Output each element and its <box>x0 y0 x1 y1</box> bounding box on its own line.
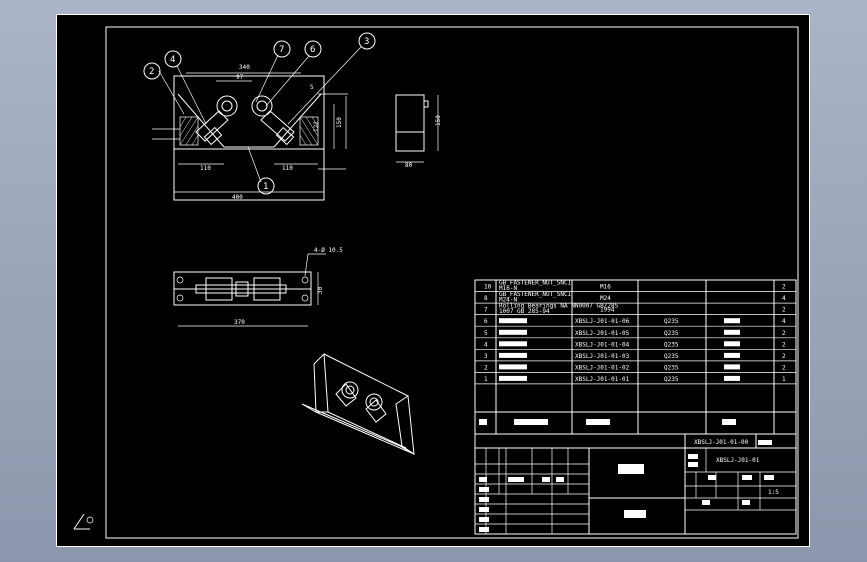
bom-qty: 2 <box>782 307 786 314</box>
bom-name: XBSLJ-J01-01-05 <box>575 330 630 337</box>
bom-note-cjk <box>724 329 740 335</box>
dim-97: 97 <box>236 74 244 81</box>
drawing-canvas[interactable]: 340 97 5 122 150 110 110 400 2 4 7 6 <box>56 14 810 547</box>
title-block: XBSLJ-J01-01-00 <box>474 433 797 535</box>
front-view-body <box>173 75 325 201</box>
bom-code: GB_FASTENER_NUT_SNCI <box>499 280 572 287</box>
assembly-code: XBSLJ-J01-01-00 <box>694 439 749 446</box>
isometric-view <box>301 352 415 456</box>
svg-text:3: 3 <box>364 37 369 47</box>
bom-note-cjk <box>724 352 740 358</box>
balloon-7 <box>273 40 291 58</box>
side-dim-80: 80 <box>405 162 413 169</box>
dim-5: 5 <box>310 84 314 91</box>
bom-qty: 4 <box>782 318 786 325</box>
bom-name: 1994 <box>600 307 615 314</box>
roller-right <box>251 95 273 117</box>
balloon-4 <box>164 50 182 68</box>
bom-code-cjk <box>499 341 527 347</box>
bom-material: Q235 <box>664 376 679 383</box>
bom-name: M16 <box>600 284 611 291</box>
bom-code-cjk <box>499 375 527 381</box>
dim-110-left: 110 <box>200 165 211 172</box>
bom-material: Q235 <box>664 330 679 337</box>
dim-122: 122 <box>313 121 320 132</box>
bom-code-cjk <box>499 352 527 358</box>
scale-value: 1:5 <box>768 489 779 496</box>
bom-name: XBSLJ-J01-01-04 <box>575 341 630 348</box>
bill-of-materials <box>474 279 797 435</box>
bom-name: XBSLJ-J01-01-02 <box>575 364 630 371</box>
bom-material: Q235 <box>664 353 679 360</box>
bom-name: XBSLJ-J01-01-01 <box>575 376 630 383</box>
bom-item-no: 1 <box>484 376 488 383</box>
bom-material: Q235 <box>664 341 679 348</box>
bom-item-no: 5 <box>484 330 488 337</box>
balloon-1 <box>257 177 275 195</box>
bom-code-cjk <box>499 329 527 335</box>
bom-code-cjk <box>499 364 527 370</box>
svg-text:7: 7 <box>279 45 284 55</box>
bom-code: Rolling Bearings NA NN0007 GB/285 <box>499 303 619 310</box>
bom-note-cjk <box>724 375 740 381</box>
bom-code2: M24-N <box>499 297 517 304</box>
drawing-number: XBSLJ-J01-01 <box>716 457 760 464</box>
svg-text:2: 2 <box>149 67 154 77</box>
front-view: 340 97 5 122 150 110 110 400 <box>152 64 348 201</box>
bom-item-no: 10 <box>484 284 492 291</box>
svg-text:1: 1 <box>263 182 268 192</box>
bom-qty: 4 <box>782 295 786 302</box>
bom-note-cjk <box>724 318 740 324</box>
bom-code2: 1007 GB 285-94 <box>499 308 550 315</box>
bom-item-no: 8 <box>484 295 488 302</box>
bom-note-cjk <box>724 364 740 370</box>
side-view: 150 80 <box>395 94 442 169</box>
balloons: 2 4 7 6 3 1 <box>143 32 376 195</box>
bom-qty: 2 <box>782 341 786 348</box>
bom-item-no: 2 <box>484 364 488 371</box>
bom-header <box>475 411 796 425</box>
bom-name: XBSLJ-J01-01-06 <box>575 318 630 325</box>
bom-item-no: 7 <box>484 307 488 314</box>
bom-code2: M16-N <box>499 285 517 292</box>
bom-material: Q235 <box>664 364 679 371</box>
bom-name: XBSLJ-J01-01-03 <box>575 353 630 360</box>
bom-code-cjk <box>499 318 527 324</box>
ucs-icon <box>73 513 94 530</box>
bom-note-cjk <box>724 341 740 347</box>
dim-340: 340 <box>239 64 250 71</box>
bom-qty: 2 <box>782 284 786 291</box>
dim-150: 150 <box>336 117 343 128</box>
balloon-2 <box>143 62 161 80</box>
bom-name: M24 <box>600 295 611 302</box>
balloon-3 <box>358 32 376 50</box>
top-dim-30: 30 <box>317 286 324 294</box>
bom-material: Q235 <box>664 318 679 325</box>
dim-110-right: 110 <box>282 165 293 172</box>
balloon-6 <box>304 40 322 58</box>
top-dim-370: 370 <box>234 319 245 326</box>
cad-viewport[interactable]: 340 97 5 122 150 110 110 400 2 4 7 6 <box>56 14 810 547</box>
svg-text:4: 4 <box>170 55 175 65</box>
roller-left <box>216 95 238 117</box>
side-dim-150: 150 <box>435 115 442 126</box>
bom-code: GB_FASTENER_NUT_SNCI <box>499 291 572 298</box>
sheet-outer-frame <box>56 14 810 547</box>
svg-text:6: 6 <box>310 45 315 55</box>
dim-400: 400 <box>232 194 243 201</box>
sheet-inner-frame <box>105 26 799 539</box>
bom-qty: 2 <box>782 330 786 337</box>
bom-qty: 1 <box>782 376 786 383</box>
bom-qty: 2 <box>782 353 786 360</box>
hole-note: 4-Ø 10.5 <box>314 247 343 254</box>
bom-qty: 2 <box>782 364 786 371</box>
bom-item-no: 4 <box>484 341 488 348</box>
bom-item-no: 3 <box>484 353 488 360</box>
bom-item-no: 6 <box>484 318 488 325</box>
top-view: 4-Ø 10.5 30 370 <box>173 247 343 327</box>
